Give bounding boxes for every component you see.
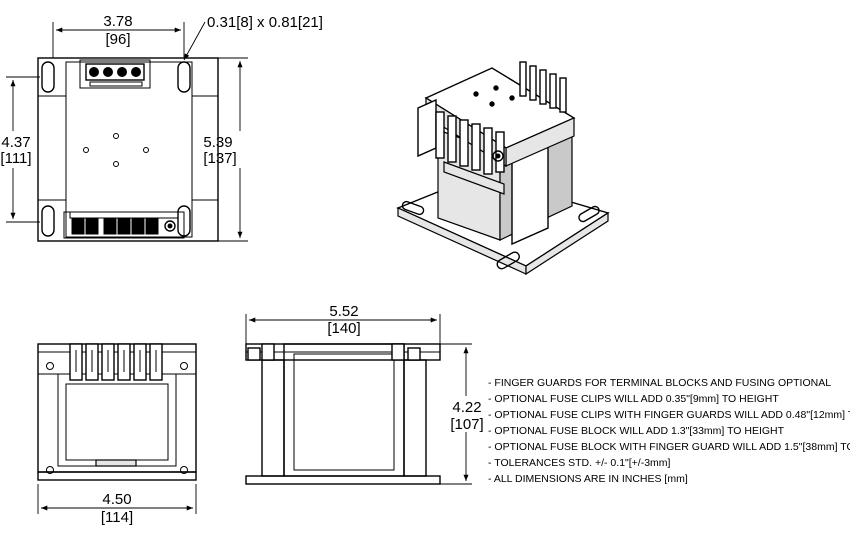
top-height-in: 5.39 <box>203 134 232 151</box>
mount-slot <box>41 205 55 237</box>
isometric-view <box>396 61 610 276</box>
hole <box>180 466 188 474</box>
side-width-in: 5.52 <box>329 303 358 320</box>
top-mount-height-in: 4.37 <box>1 134 30 151</box>
mount-slot <box>177 61 191 93</box>
top-mount-height-mm: [111] <box>0 150 31 167</box>
top-view: 3.78 [96] 0.31[8] x 0.81[21] 4.37 [111] … <box>0 13 323 242</box>
hole <box>46 362 54 370</box>
top-width-mm: [96] <box>105 31 130 48</box>
front-width-in: 4.50 <box>102 491 131 508</box>
hole <box>113 133 119 139</box>
top-height-mm: [137] <box>203 150 236 167</box>
note-line: - ALL DIMENSIONS ARE IN INCHES [mm] <box>488 473 688 485</box>
note-line: - OPTIONAL FUSE BLOCK WILL ADD 1.3"[33mm… <box>488 425 785 437</box>
note-line: - TOLERANCES STD. +/- 0.1"[+/-3mm] <box>488 457 671 469</box>
front-view: 4.50 [114] <box>37 343 197 526</box>
side-view: 5.52 [140] 4.22 [107] <box>245 303 484 485</box>
top-width-in: 3.78 <box>103 13 132 30</box>
hole <box>143 147 149 153</box>
hole <box>180 362 188 370</box>
side-height-in: 4.22 <box>452 399 481 416</box>
note-line: - OPTIONAL FUSE BLOCK WITH FINGER GUARD … <box>488 441 850 453</box>
note-line: - OPTIONAL FUSE CLIPS WILL ADD 0.35"[9mm… <box>488 393 779 405</box>
hole <box>113 161 119 167</box>
note-line: - OPTIONAL FUSE CLIPS WITH FINGER GUARDS… <box>488 409 850 421</box>
notes: - FINGER GUARDS FOR TERMINAL BLOCKS AND … <box>488 377 850 485</box>
side-width-mm: [140] <box>327 320 360 337</box>
mount-slot <box>41 61 55 93</box>
slot-size: 0.31[8] x 0.81[21] <box>207 14 323 31</box>
front-width-mm: [114] <box>101 509 133 526</box>
hole <box>46 466 54 474</box>
hole <box>83 147 89 153</box>
side-height-mm: [107] <box>450 416 483 433</box>
note-line: - FINGER GUARDS FOR TERMINAL BLOCKS AND … <box>488 377 831 389</box>
